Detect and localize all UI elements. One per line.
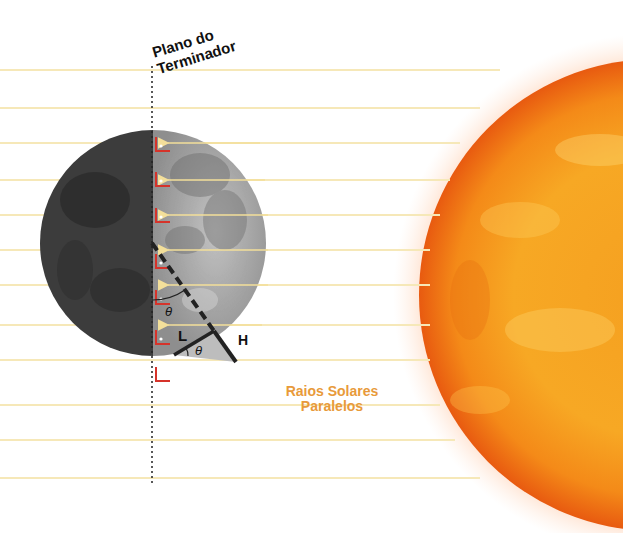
length-label: L bbox=[178, 328, 187, 345]
height-line bbox=[214, 331, 236, 362]
angle-symbol: θ bbox=[195, 344, 202, 358]
marker-dots bbox=[159, 144, 162, 377]
ray-arrows bbox=[168, 143, 268, 325]
height-label: H bbox=[238, 333, 248, 348]
terminator-plane bbox=[151, 66, 153, 486]
normal-line bbox=[152, 243, 214, 331]
moon bbox=[40, 130, 266, 356]
rays-label: Raios Solares Paralelos bbox=[262, 384, 402, 415]
sun-texture bbox=[450, 134, 623, 414]
sun-rays bbox=[0, 70, 500, 478]
angle-arc bbox=[186, 348, 188, 356]
angle-arc bbox=[152, 290, 185, 300]
angle-symbol: θ bbox=[165, 305, 172, 319]
sun bbox=[419, 59, 623, 531]
plane-label: Plano do Terminador bbox=[150, 10, 274, 77]
